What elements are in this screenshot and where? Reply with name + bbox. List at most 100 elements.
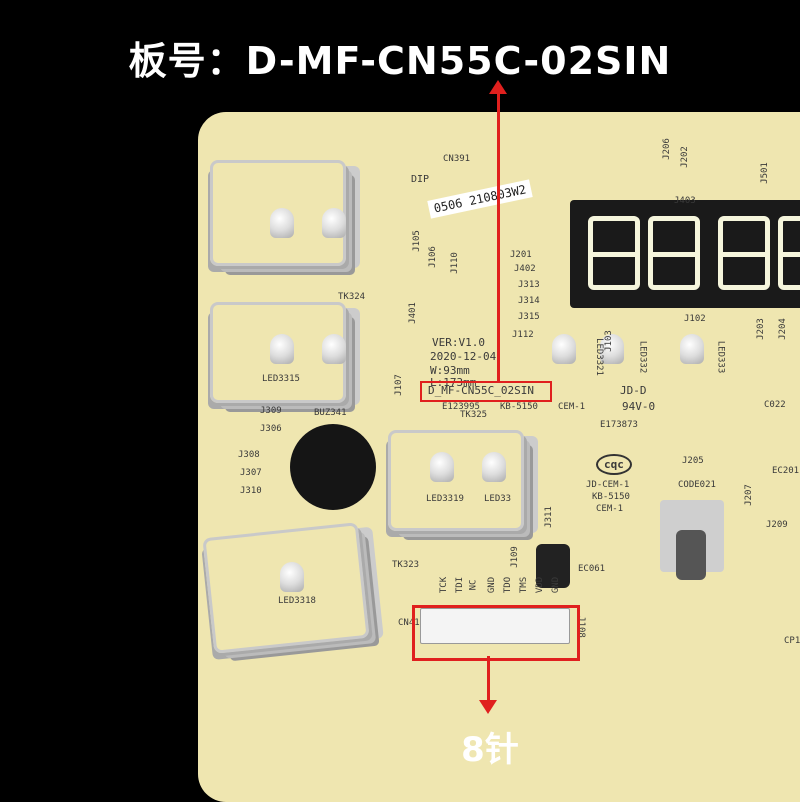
cqc-sub-text: JD-CEM-1 [586,480,630,490]
version-text: VER:V1.0 [432,336,485,349]
digit-3 [718,216,770,290]
j311-label: J311 [543,506,554,528]
j107-label: J107 [393,374,404,396]
coil-3 [388,430,524,531]
cem-text: CEM-1 [558,402,586,412]
j201-label: J201 [510,250,532,260]
led3318-label: LED3318 [278,596,316,606]
buzzer [290,424,376,510]
j207-label: J207 [743,484,754,506]
led-j [680,334,704,364]
led333-label: LED333 [715,340,726,374]
tk325-label: TK325 [460,410,488,420]
j402-label: J402 [514,264,536,274]
led332-label: LED332 [637,340,648,374]
rating-text: 94V-0 [622,400,656,413]
code1-text: E123995 [442,402,480,412]
digit-1 [588,216,640,290]
pin-label-8: GND [551,576,562,594]
model-text: D_MF-CN55C_02SIN [428,384,534,397]
j401-label: J401 [407,302,418,324]
j105-label: J105 [411,230,422,252]
digit-2 [648,216,700,290]
j403-label: J403 [674,196,696,206]
c022-label: C022 [764,400,786,410]
led-c [270,334,294,364]
encoder-knob [676,530,706,580]
led33-label: LED33 [484,494,512,504]
arrow-up-head [489,80,507,94]
pin-label-1: TCK [439,576,450,594]
led3321-label: LED3321 [593,338,604,376]
tk324-label: TK324 [338,292,366,302]
cqc-logo-text: cqc [596,454,632,475]
board-number-title: 板号：D-MF-CN55C-02SIN [128,39,672,83]
j106-label: J106 [427,246,438,268]
led-h [552,334,576,364]
led3319-label: LED3319 [426,494,464,504]
j205-label: J205 [682,456,704,466]
cqc-sub3-text: CEM-1 [596,504,624,514]
led-d [322,334,346,364]
pin-label-3: NC [468,579,479,591]
pin-count-label: 8针 [461,730,519,770]
j306-label: J306 [260,424,282,434]
j109-label: J109 [509,546,520,568]
j310-label: J310 [240,486,262,496]
j204-label: J204 [777,318,788,340]
j206-label: J206 [661,138,672,160]
jd-text: JD-D [620,384,647,397]
cn41-label: CN41 [398,618,420,628]
arrow-up-line [497,92,500,382]
pin-label-6: TMS [519,576,530,594]
j314-label: J314 [518,296,540,306]
j103-label: J103 [603,330,614,352]
digit-4 [778,216,800,290]
j209-label: J209 [766,520,788,530]
cp101-label: CP101 [784,636,800,646]
ec061-label: EC061 [578,564,606,574]
pin-labels: TCK TDI NC GND TDO TMS VDD GND [436,576,576,606]
arrow-down-line [487,656,490,702]
cqc-sub2-text: KB-5150 [592,492,630,502]
j110-label: J110 [449,252,460,274]
pin-label-7: VDD [535,576,546,594]
j112-label: J112 [512,330,534,340]
pin-label-4: GND [487,576,498,594]
led-g [280,562,304,592]
j202-label: J202 [679,146,690,168]
j313-label: J313 [518,280,540,290]
sticker-label: 0506 210803W2 [427,179,533,219]
pin-label-2: TDI [455,576,466,594]
j309-label: J309 [260,406,282,416]
led-f [482,452,506,482]
model-highlight-box [420,381,552,402]
eight-pin-connector [420,608,570,644]
led3315-label: LED3315 [262,374,300,384]
ec201-label: EC201 [772,466,800,476]
date-text: 2020-12-04 [430,350,497,363]
j307-label: J307 [240,468,262,478]
j102-label: J102 [684,314,706,324]
width-text: W:93mm [430,364,470,377]
code2-text: KB-5150 [500,402,538,412]
dip-label: DIP [411,174,430,185]
j203-label: J203 [755,318,766,340]
seven-segment-display [570,200,800,308]
j308-label: J308 [238,450,260,460]
coil-1 [210,160,346,266]
buzzer-label: BUZ341 [314,408,347,418]
led-b [322,208,346,238]
led-e [430,452,454,482]
tk323-label: TK323 [392,560,420,570]
j315-label: J315 [518,312,540,322]
led-i [600,334,624,364]
capacitor [536,544,570,588]
code3-text: E173873 [600,420,638,430]
code021-label: CODE021 [678,480,716,490]
pin-label-5: TDO [503,576,514,594]
arrow-down-head [479,700,497,714]
connector-highlight-box [412,605,580,661]
j501-label: J501 [759,162,770,184]
cn391-label: CN391 [443,154,471,164]
